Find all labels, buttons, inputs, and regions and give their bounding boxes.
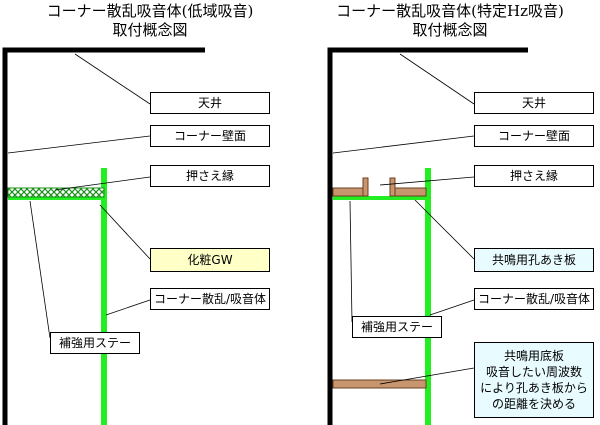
right-perforated-board-left bbox=[332, 187, 364, 197]
bottom-board-line2: 吸音したい周波数 bbox=[485, 365, 582, 379]
left-gw-panel bbox=[7, 187, 105, 198]
right-title-line2: 取付概念図 bbox=[412, 21, 488, 39]
left-label-decorative-gw: 化粧GW bbox=[150, 248, 270, 272]
right-bottom-board bbox=[332, 379, 427, 389]
right-label-absorber: コーナー散乱/吸音体 bbox=[474, 288, 594, 310]
right-label-retaining-edge: 押さえ縁 bbox=[474, 165, 594, 187]
left-label-reinforcement-stay: 補強用ステー bbox=[50, 332, 140, 354]
right-retaining-post-left bbox=[362, 177, 369, 197]
right-label-ceiling: 天井 bbox=[474, 92, 594, 114]
left-label-absorber: コーナー散乱/吸音体 bbox=[150, 288, 270, 310]
bottom-board-line4: の距離を決める bbox=[491, 397, 576, 411]
right-retaining-post-right bbox=[389, 177, 396, 197]
right-label-bottom-board: 共鳴用底板 吸音したい周波数 により孔あき板から の距離を決める bbox=[474, 342, 594, 418]
left-title-line2: 取付概念図 bbox=[112, 21, 188, 39]
right-leader-lines bbox=[332, 53, 475, 385]
bottom-board-line1: 共鳴用底板 bbox=[503, 349, 564, 363]
left-label-ceiling: 天井 bbox=[150, 92, 270, 114]
left-leader-lines bbox=[7, 53, 151, 339]
left-title-line1: コーナー散乱吸音体(低域吸音) bbox=[46, 2, 254, 20]
right-title: コーナー散乱吸音体(特定Hz吸音) 取付概念図 bbox=[300, 2, 600, 40]
left-diagram bbox=[2, 47, 205, 425]
left-title: コーナー散乱吸音体(低域吸音) 取付概念図 bbox=[0, 2, 300, 40]
right-label-corner-wall: コーナー壁面 bbox=[474, 125, 594, 147]
left-label-retaining-edge: 押さえ縁 bbox=[150, 165, 270, 187]
right-label-perforated-board: 共鳴用孔あき板 bbox=[474, 248, 594, 272]
right-label-reinforcement-stay: 補強用ステー bbox=[352, 316, 442, 338]
bottom-board-line3: により孔あき板から bbox=[480, 381, 588, 395]
right-perforated-board-right bbox=[394, 187, 427, 197]
right-diagram bbox=[327, 47, 528, 425]
right-ceiling-wall bbox=[327, 47, 528, 425]
right-title-line1: コーナー散乱吸音体(特定Hz吸音) bbox=[336, 2, 564, 20]
left-label-corner-wall: コーナー壁面 bbox=[150, 125, 270, 147]
left-ceiling-wall bbox=[2, 47, 205, 425]
